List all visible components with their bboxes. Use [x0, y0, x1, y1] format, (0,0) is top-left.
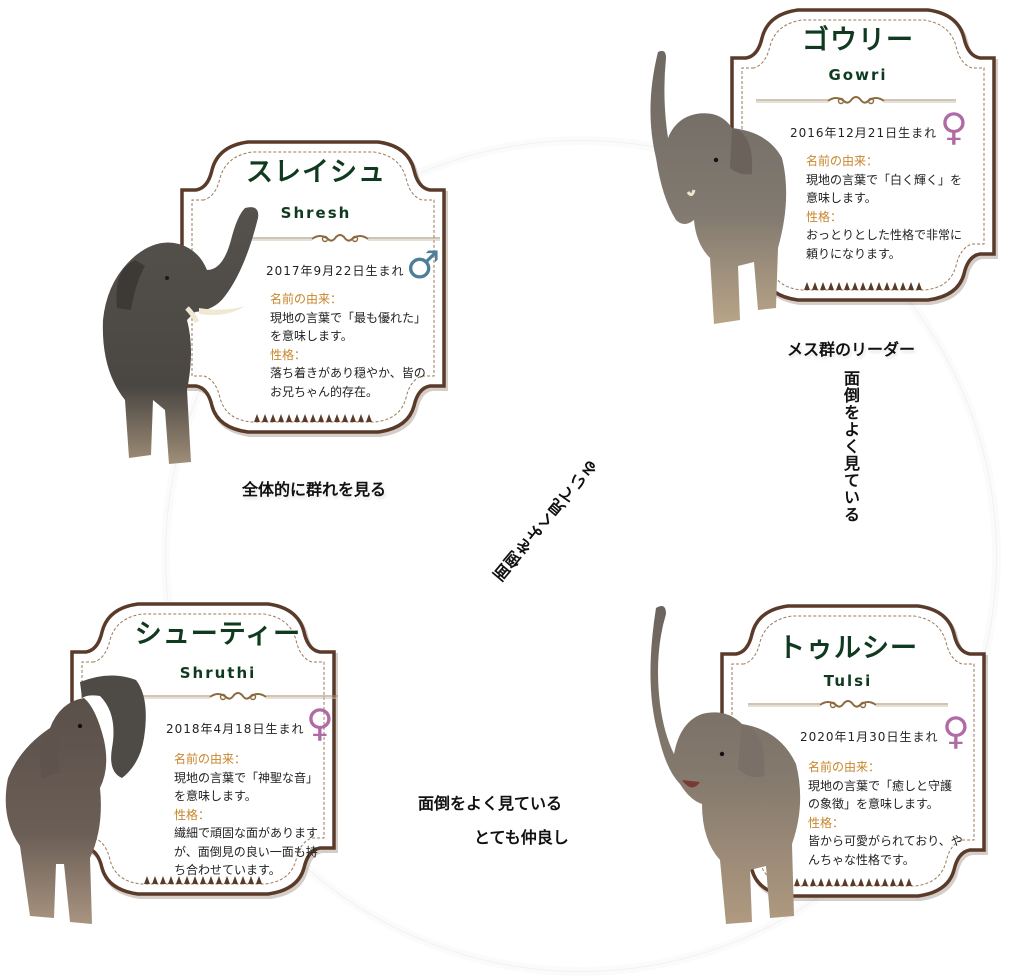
- elephant-name-en: Gowri: [828, 66, 888, 84]
- relationship-label-shruthi-tulsi-2: とても仲良し: [474, 828, 569, 847]
- elephant-card-shruthi: シューティー Shruthi 2018年4月18日生まれ ♀ 名前の由来： 現地…: [58, 590, 348, 910]
- birth-date: 2017年9月22日生まれ: [266, 264, 405, 278]
- personality-text: おっとりとした性格で非常に: [806, 228, 963, 242]
- name-origin-label: 名前の由来：: [174, 752, 247, 766]
- birth-date: 2020年1月30日生まれ: [800, 730, 939, 744]
- elephant-card-tulsi: トゥルシー Tulsi 2020年1月30日生まれ ♀ 名前の由来： 現地の言葉…: [708, 592, 998, 912]
- name-origin-text: 現地の言葉で「最も優れた」: [270, 310, 427, 325]
- personality-text: お兄ちゃん的存在。: [270, 384, 379, 399]
- background-ring: [165, 140, 997, 972]
- elephant-description: 名前の由来： 現地の言葉で「最も優れた」 を意味します。 性格： 落ち着きがあり…: [270, 290, 450, 401]
- elephant-tulsi-image: [650, 606, 801, 924]
- name-origin-label: 名前の由来：: [806, 154, 879, 168]
- female-symbol-icon: ♀: [940, 105, 968, 149]
- personality-label: 性格：: [806, 209, 843, 224]
- personality-label: 性格：: [174, 807, 211, 822]
- elephant-description: 名前の由来： 現地の言葉で「癒しと守護 の象徴」を意味します。 性格： 皆から可…: [808, 758, 988, 869]
- elephant-shresh-image: [102, 207, 259, 464]
- name-origin-text: 現地の言葉で「癒しと守護: [808, 778, 953, 793]
- personality-text: 頼りになります。: [806, 246, 901, 261]
- elephant-name-ja: ゴウリー: [802, 25, 914, 56]
- elephant-description: 名前の由来： 現地の言葉で「神聖な音」 を意味します。 性格： 繊細で頑固な面が…: [174, 750, 354, 880]
- male-symbol-icon: ♂: [406, 243, 441, 287]
- elephant-name-en: Tulsi: [823, 672, 873, 690]
- name-origin-label: 名前の由来：: [808, 760, 881, 774]
- name-origin-label: 名前の由来：: [270, 292, 343, 306]
- elephant-name-ja: シューティー: [134, 619, 302, 650]
- personality-text: 皆から可愛がられており、や: [808, 834, 963, 848]
- name-origin-text: 現地の言葉で「白く輝く」を: [806, 172, 963, 187]
- name-origin-text: 現地の言葉で「神聖な音」: [174, 770, 319, 785]
- elephant-name-ja: スレイシュ: [246, 157, 386, 188]
- personality-text: 繊細で頑固な面があります: [174, 826, 319, 840]
- elephant-name-en: Shruthi: [179, 664, 257, 682]
- elephant-description: 名前の由来： 現地の言葉で「白く輝く」を 意味します。 性格： おっとりとした性…: [806, 152, 986, 263]
- elephant-card-gowri: ゴウリー Gowri 2016年12月21日生まれ ♀ 名前の由来： 現地の言葉…: [718, 0, 1008, 316]
- personality-label: 性格：: [270, 347, 307, 362]
- elephant-card-shresh: スレイシュ Shresh 2017年9月22日生まれ ♂ 名前の由来： 現地の言…: [168, 128, 458, 448]
- personality-text: んちゃな性格です。: [808, 852, 915, 867]
- elephant-gowri-image: [650, 50, 787, 324]
- name-origin-text: の象徴」を意味します。: [808, 797, 939, 811]
- elephant-name-en: Shresh: [280, 204, 352, 222]
- female-symbol-icon: ♀: [942, 709, 970, 753]
- name-origin-text: を意味します。: [270, 329, 353, 343]
- caption-shresh-role: 全体的に群れを見る: [242, 480, 387, 499]
- elephant-shruthi-image: [5, 675, 146, 924]
- personality-text: が、面倒見の良い一面も持: [174, 844, 318, 859]
- birth-date: 2016年12月21日生まれ: [790, 126, 938, 140]
- relationship-label-shruthi-tulsi-1: 面倒をよく見ている: [418, 794, 563, 813]
- personality-text: ち合わせています。: [174, 863, 281, 877]
- relationship-label-gowri-to-tulsi: 面倒をよく見ている: [841, 370, 860, 523]
- birth-date: 2018年4月18日生まれ: [166, 722, 305, 736]
- female-symbol-icon: ♀: [306, 701, 334, 745]
- elephant-name-ja: トゥルシー: [778, 633, 918, 664]
- personality-label: 性格：: [808, 815, 845, 830]
- caption-gowri-role: メス群のリーダー: [787, 340, 916, 359]
- personality-text: 落ち着きがあり穏やか、皆の: [270, 366, 426, 380]
- name-origin-text: 意味します。: [806, 191, 877, 205]
- name-origin-text: を意味します。: [174, 789, 257, 803]
